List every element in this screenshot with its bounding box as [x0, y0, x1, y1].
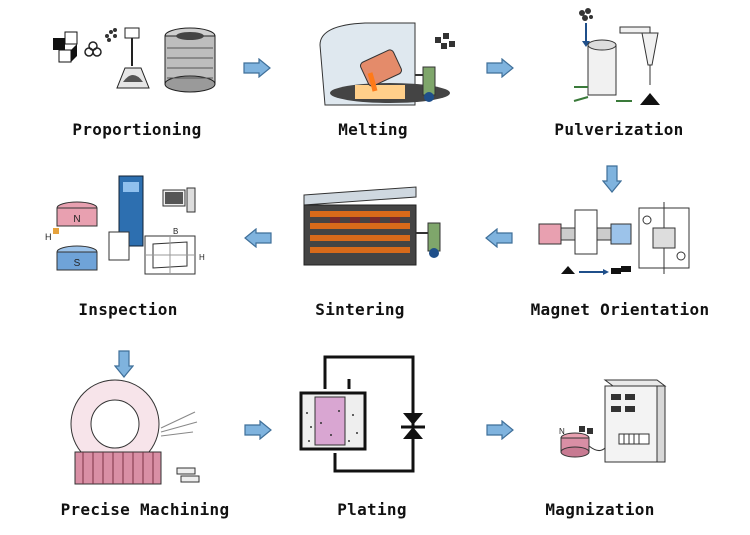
- proportioning-illustration: [45, 18, 225, 98]
- magnet-n-icon: N: [56, 201, 98, 227]
- hysteresis-chart-icon: B H: [144, 227, 205, 275]
- svg-text:H: H: [199, 253, 205, 262]
- precise-machining-illustration: [65, 378, 215, 488]
- valve-icon: [416, 222, 441, 258]
- plating-tank-icon: [299, 391, 367, 451]
- grinding-wheel-icon: [70, 379, 160, 469]
- inspection-illustration: N S H B H: [45, 172, 215, 282]
- pellets-icon: [435, 33, 455, 49]
- alignment-diagram-icon: [638, 202, 690, 274]
- arrow-down-icon: [601, 165, 623, 197]
- plating-illustration: [295, 353, 435, 483]
- svg-text:N: N: [559, 427, 565, 436]
- magnet-coil-icon: [560, 432, 606, 458]
- rings-icon: [84, 41, 102, 57]
- magnet-orientation-illustration: [535, 200, 695, 285]
- alloy-cubes-icon: [53, 31, 78, 63]
- magnet-s-icon: S: [56, 245, 98, 271]
- step-label-pulverization: Pulverization: [554, 120, 684, 139]
- pellets-icon: [105, 28, 117, 42]
- svg-text:H: H: [45, 232, 52, 242]
- sparks-icon: [160, 411, 198, 437]
- pouring-crucible-icon: [360, 49, 402, 92]
- pulverization-illustration: [560, 5, 670, 110]
- scale-icon: [116, 27, 150, 89]
- magnization-illustration: N: [555, 376, 675, 466]
- svg-text:S: S: [74, 258, 81, 269]
- svg-text:N: N: [73, 214, 80, 225]
- step-label-sintering: Sintering: [315, 300, 405, 319]
- step-label-precise-machining: Precise Machining: [60, 500, 230, 519]
- step-label-inspection: Inspection: [78, 300, 178, 319]
- arrow-left-icon: [244, 227, 272, 252]
- arrow-right-icon: [486, 419, 514, 444]
- tester-cabinet-icon: [108, 175, 144, 261]
- step-label-melting: Melting: [338, 120, 408, 139]
- magnetizer-cabinet-icon: [603, 379, 667, 463]
- arrow-right-icon: [243, 57, 271, 82]
- step-label-magnization: Magnization: [545, 500, 655, 519]
- step-label-plating: Plating: [337, 500, 407, 519]
- arrow-right-icon: [244, 419, 272, 444]
- valve-icon: [415, 66, 436, 102]
- powder-icon: [579, 8, 593, 21]
- step-label-magnet-orientation: Magnet Orientation: [530, 300, 710, 319]
- arrow-right-icon: [486, 57, 514, 82]
- melting-illustration: [315, 15, 475, 110]
- sintering-illustration: [300, 183, 470, 273]
- arrow-left-icon: [485, 227, 513, 252]
- diode-icon: [401, 413, 425, 439]
- crucible-icon: [164, 27, 216, 93]
- step-label-proportioning: Proportioning: [72, 120, 202, 139]
- arrow-down-icon: [113, 350, 135, 382]
- svg-text:B: B: [173, 227, 178, 236]
- computer-icon: [162, 187, 196, 213]
- press-die-icon: [538, 209, 632, 255]
